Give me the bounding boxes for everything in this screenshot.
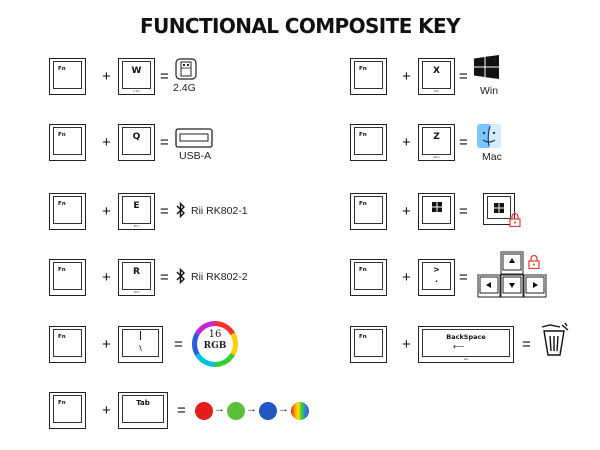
fn-key: Fn bbox=[350, 193, 387, 230]
plus-sign: + bbox=[402, 134, 411, 151]
equals-sign: = bbox=[160, 203, 169, 220]
win-key bbox=[418, 193, 455, 230]
blue-light-dot bbox=[259, 402, 277, 420]
fn-key: Fn bbox=[49, 58, 86, 95]
fn-key: Fn bbox=[49, 392, 86, 429]
bluetooth-icon bbox=[176, 202, 185, 218]
dongle-caption: 2.4G bbox=[173, 82, 196, 94]
equals-sign: = bbox=[160, 68, 169, 85]
equals-sign: = bbox=[459, 68, 468, 85]
fn-key: Fn bbox=[350, 58, 387, 95]
plus-sign: + bbox=[102, 68, 111, 85]
combo-fn-win: Fn + = bbox=[350, 193, 550, 235]
fn-key: Fn bbox=[350, 326, 387, 363]
combo-fn-tab: Fn + Tab = → → → bbox=[49, 392, 349, 434]
equals-sign: = bbox=[174, 336, 183, 353]
gt-key: > . bbox=[418, 259, 455, 296]
plus-sign: + bbox=[402, 336, 411, 353]
fn-key: Fn bbox=[49, 326, 86, 363]
plus-sign: + bbox=[402, 203, 411, 220]
equals-sign: = bbox=[459, 203, 468, 220]
windows-logo-icon bbox=[432, 202, 442, 212]
backslash-key: | \ bbox=[118, 326, 163, 363]
bluetooth-icon bbox=[176, 268, 185, 284]
fn-key: Fn bbox=[350, 259, 387, 296]
win-key-locked bbox=[483, 193, 515, 225]
green-light-dot bbox=[227, 402, 245, 420]
plus-sign: + bbox=[402, 269, 411, 286]
fn-key: Fn bbox=[49, 193, 86, 230]
fn-key: Fn bbox=[350, 124, 387, 161]
usb-a-caption: USB-A bbox=[179, 150, 212, 162]
equals-sign: = bbox=[177, 402, 186, 419]
plus-sign: + bbox=[102, 402, 111, 419]
mac-caption: Mac bbox=[482, 151, 502, 163]
rainbow-light-dot bbox=[291, 402, 309, 420]
trash-bin-icon bbox=[541, 322, 569, 356]
backspace-key: BackSpace ⟵ Del bbox=[418, 326, 514, 363]
plus-sign: + bbox=[102, 269, 111, 286]
red-light-dot bbox=[195, 402, 213, 420]
combo-fn-gt: Fn + > . = bbox=[350, 251, 570, 301]
equals-sign: = bbox=[459, 134, 468, 151]
combo-fn-backslash: Fn + | \ = 16 RGB bbox=[49, 321, 249, 368]
arrow-left-icon: ⟵ bbox=[453, 342, 465, 351]
rgb-number: 16 bbox=[208, 329, 222, 340]
padlock-icon bbox=[509, 212, 521, 227]
equals-sign: = bbox=[160, 269, 169, 286]
rgb-color-wheel-icon bbox=[192, 321, 238, 367]
fn-key: Fn bbox=[49, 124, 86, 161]
windows-logo-icon bbox=[494, 203, 504, 213]
usb-a-port-icon bbox=[175, 128, 213, 148]
fn-key: Fn bbox=[49, 259, 86, 296]
equals-sign: = bbox=[459, 269, 468, 286]
equals-sign: = bbox=[522, 336, 531, 353]
mac-finder-icon bbox=[477, 124, 501, 148]
usb-dongle-icon bbox=[175, 58, 197, 80]
plus-sign: + bbox=[402, 68, 411, 85]
windows-logo-icon bbox=[474, 55, 499, 79]
combo-fn-backspace: Fn + BackSpace ⟵ Del = bbox=[350, 322, 570, 368]
win-caption: Win bbox=[480, 85, 499, 97]
plus-sign: + bbox=[102, 134, 111, 151]
page-title: FUNCTIONAL COMPOSITE KEY bbox=[140, 14, 461, 38]
padlock-icon bbox=[528, 254, 540, 269]
bt2-caption: Rii RK802-2 bbox=[191, 271, 248, 283]
equals-sign: = bbox=[160, 134, 169, 151]
plus-sign: + bbox=[102, 203, 111, 220]
arrow-right-icon: → bbox=[214, 403, 225, 415]
bt1-caption: Rii RK802-1 bbox=[191, 205, 248, 217]
rgb-label: RGB bbox=[203, 341, 227, 351]
tab-key: Tab bbox=[118, 392, 168, 429]
plus-sign: + bbox=[102, 336, 111, 353]
arrow-right-icon: → bbox=[246, 403, 257, 415]
arrow-right-icon: → bbox=[278, 403, 289, 415]
combo-fn-q: Fn + Q = USB-A bbox=[49, 124, 249, 166]
q-key: Q bbox=[118, 124, 155, 161]
arrow-keys-icon bbox=[477, 251, 547, 298]
